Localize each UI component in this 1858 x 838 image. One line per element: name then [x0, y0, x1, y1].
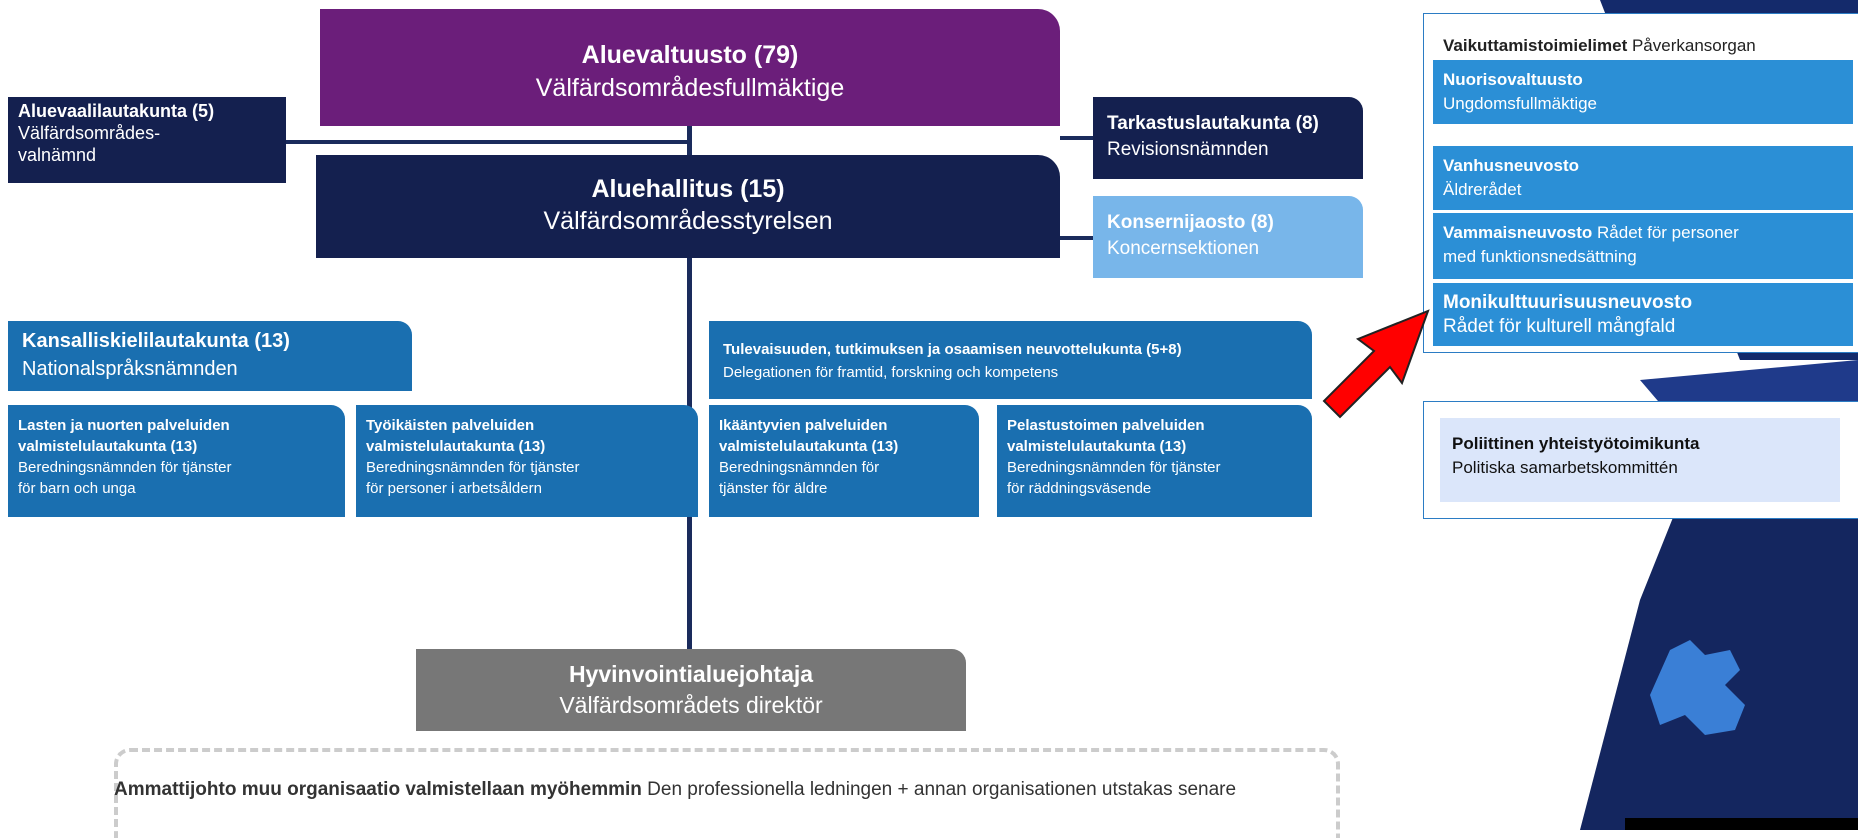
influence-heading: Vaikuttamistoimielimet Påverkansorgan	[1443, 36, 1756, 56]
influence-heading-bold: Vaikuttamistoimielimet	[1443, 36, 1628, 55]
audit-title: Tarkastuslautakunta (8)	[1107, 113, 1319, 134]
committee-line2: valmistelulautakunta (13)	[719, 438, 899, 455]
board-subtitle: Välfärdsområdesstyrelsen	[543, 207, 833, 235]
management-rest: Den professionella ledningen + annan org…	[641, 779, 1237, 800]
political-subtitle: Politiska samarbetskommittén	[1452, 458, 1678, 477]
election-title: Aluevaalilautakunta (5)	[18, 101, 215, 121]
red-arrow-icon	[1322, 309, 1430, 419]
multicultural-council: Monikulttuurisuusneuvosto Rådet för kult…	[1433, 283, 1853, 346]
management-frame	[114, 748, 1340, 838]
committee-line3: Beredningsnämnden för tjänster	[18, 459, 232, 476]
committee-line1: Pelastustoimen palveluiden	[1007, 417, 1205, 434]
footer-block	[1625, 818, 1858, 830]
committee-line2: valmistelulautakunta (13)	[1007, 438, 1187, 455]
political-title: Poliittinen yhteistyötoimikunta	[1452, 434, 1700, 453]
audit-subtitle: Revisionsnämnden	[1107, 139, 1269, 160]
disability-line1: Vammaisneuvosto Rådet för personer	[1443, 221, 1843, 245]
committee-line1: Lasten ja nuorten palveluiden	[18, 417, 230, 434]
youth-title: Nuorisovaltuusto	[1443, 70, 1583, 89]
group-title: Konsernijaosto (8)	[1107, 212, 1274, 233]
connector-vertical	[687, 126, 692, 649]
youth-council: Nuorisovaltuusto Ungdomsfullmäktige	[1433, 60, 1853, 124]
committee-working-age: Työikäisten palveluiden valmistelulautak…	[356, 405, 698, 517]
committee-line1: Työikäisten palveluiden	[366, 417, 535, 434]
disability-subtitle: med funktionsnedsättning	[1443, 247, 1637, 266]
regional-board: Aluehallitus (15) Välfärdsområdesstyrels…	[316, 155, 1060, 258]
political-committee: Poliittinen yhteistyötoimikunta Politisk…	[1440, 418, 1840, 502]
council-title: Aluevaltuusto (79)	[581, 41, 799, 69]
committee-line2: valmistelulautakunta (13)	[18, 438, 198, 455]
disability-council: Vammaisneuvosto Rådet för personer med f…	[1433, 213, 1853, 279]
future-delegation: Tulevaisuuden, tutkimuksen ja osaamisen …	[709, 321, 1312, 399]
connector-group	[1060, 236, 1093, 240]
natlang-title: Kansalliskielilautakunta (13)	[22, 330, 290, 352]
connector-audit	[1060, 136, 1093, 140]
audit-committee: Tarkastuslautakunta (8) Revisionsnämnden	[1093, 97, 1363, 179]
group-subtitle: Koncernsektionen	[1107, 238, 1260, 259]
director-subtitle: Välfärdsområdets direktör	[559, 692, 823, 718]
election-line2: valnämnd	[18, 145, 97, 165]
seniors-council: Vanhusneuvosto Äldrerådet	[1433, 146, 1853, 210]
management-bold: Ammattijohto muu organisaatio valmistell…	[114, 779, 642, 800]
committee-line4: för personer i arbetsåldern	[366, 480, 542, 497]
regional-council: Aluevaltuusto (79) Välfärdsområdesfullmä…	[320, 9, 1060, 126]
management-note: Ammattijohto muu organisaatio valmistell…	[114, 779, 1236, 801]
board-title: Aluehallitus (15)	[591, 175, 785, 203]
committee-line3: Beredningsnämnden för	[719, 459, 880, 476]
influence-heading-rest: Påverkansorgan	[1627, 36, 1756, 55]
seniors-subtitle: Äldrerådet	[1443, 180, 1522, 199]
committee-rescue: Pelastustoimen palveluiden valmistelulau…	[997, 405, 1312, 517]
future-subtitle: Delegationen för framtid, forskning och …	[723, 364, 1059, 381]
map-icon	[1650, 640, 1745, 735]
committee-elderly: Ikääntyvien palveluiden valmistelulautak…	[709, 405, 979, 517]
committee-line4: för barn och unga	[18, 480, 136, 497]
committee-children: Lasten ja nuorten palveluiden valmistelu…	[8, 405, 345, 517]
multi-subtitle: Rådet för kulturell mångfald	[1443, 316, 1676, 337]
committee-line3: Beredningsnämnden för tjänster	[1007, 459, 1221, 476]
youth-subtitle: Ungdomsfullmäktige	[1443, 94, 1598, 113]
election-line1: Välfärdsområdes-	[18, 123, 161, 143]
future-title: Tulevaisuuden, tutkimuksen ja osaamisen …	[723, 341, 1182, 358]
committee-line1: Ikääntyvien palveluiden	[719, 417, 888, 434]
seniors-title: Vanhusneuvosto	[1443, 156, 1580, 175]
committee-line3: Beredningsnämnden för tjänster	[366, 459, 580, 476]
national-language-board: Kansalliskielilautakunta (13) Nationalsp…	[8, 321, 412, 391]
disability-title-rest: Rådet för personer	[1592, 223, 1739, 242]
committee-line2: valmistelulautakunta (13)	[366, 438, 546, 455]
director-title: Hyvinvointialuejohtaja	[568, 661, 814, 687]
council-subtitle: Välfärdsområdesfullmäktige	[535, 74, 845, 102]
regional-director: Hyvinvointialuejohtaja Välfärdsområdets …	[416, 649, 966, 731]
committee-line4: tjänster för äldre	[719, 480, 828, 497]
committee-line4: för räddningsväsende	[1007, 480, 1152, 497]
multi-title: Monikulttuurisuusneuvosto	[1443, 292, 1693, 313]
connector-left	[286, 140, 688, 144]
disability-title: Vammaisneuvosto	[1443, 223, 1593, 242]
election-committee: Aluevaalilautakunta (5) Välfärdsområdes-…	[8, 97, 286, 183]
natlang-subtitle: Nationalspråksnämnden	[22, 358, 238, 380]
group-section: Konsernijaosto (8) Koncernsektionen	[1093, 196, 1363, 278]
